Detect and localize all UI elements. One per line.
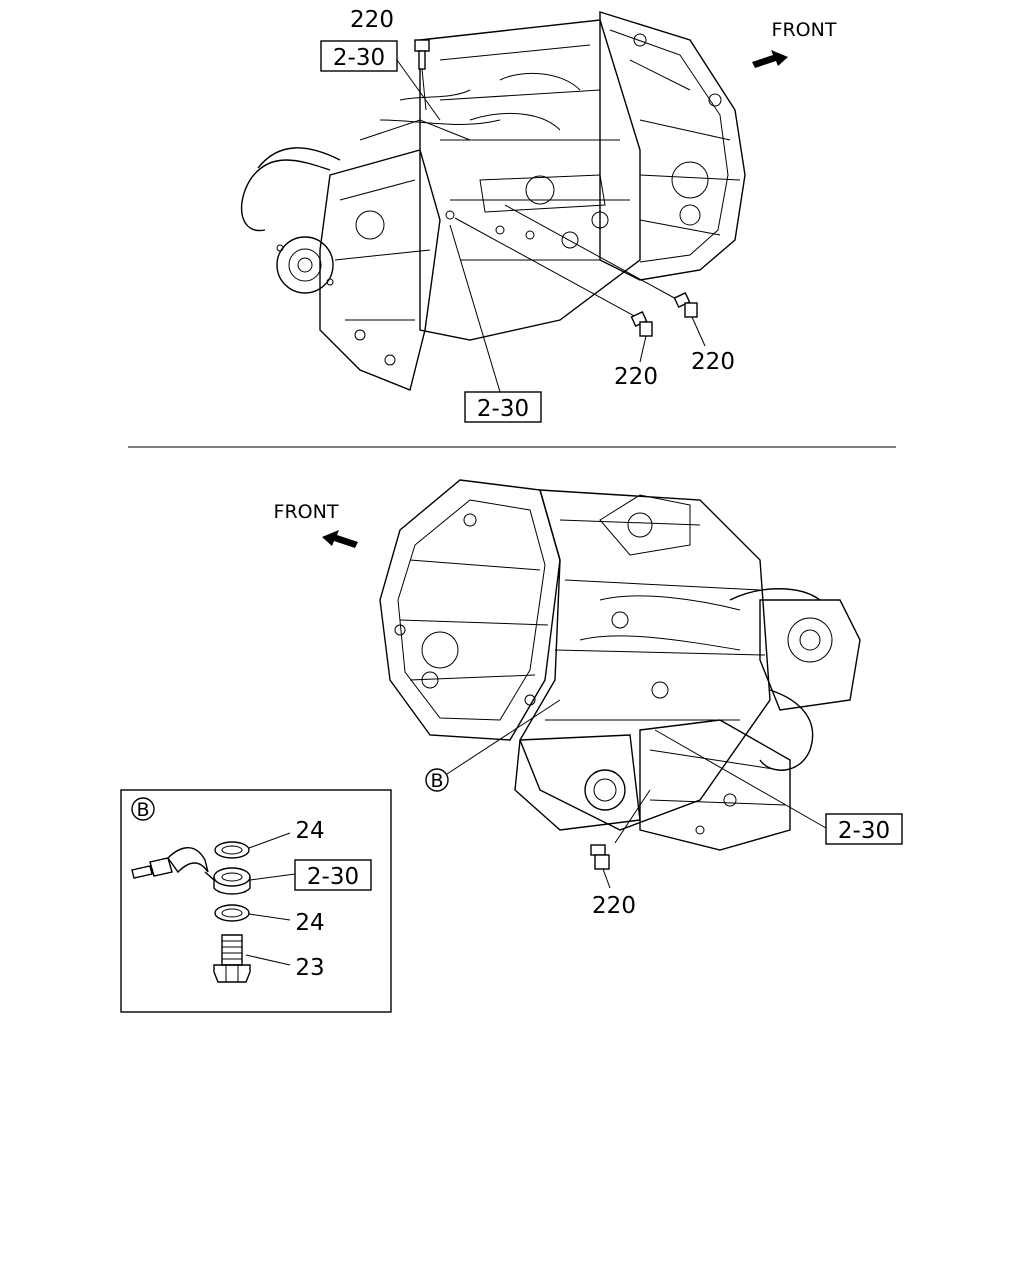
svg-text:220: 220 — [614, 364, 658, 390]
bolt-220-top-icon — [414, 39, 430, 70]
bottom-transmission-illustration — [379, 479, 861, 851]
callout-bolt-top: 220 — [350, 7, 430, 111]
front-arrow-bottom-icon — [322, 530, 358, 548]
callout-detail-marker: B — [425, 699, 561, 792]
front-indicator-top: FRONT — [752, 19, 837, 68]
callout-ref-right: 2-30 — [654, 729, 903, 845]
front-indicator-bottom: FRONT — [274, 501, 358, 548]
bolt-220-mid-right-icon — [673, 292, 698, 318]
svg-text:FRONT: FRONT — [772, 19, 837, 41]
bolt-220-bottom-icon — [590, 844, 610, 870]
svg-text:220: 220 — [691, 349, 735, 375]
callout-bolt-mid-right: 220 — [504, 204, 735, 375]
detail-b-inset: B 24 2-30 24 — [120, 789, 392, 1013]
banjo-eye-icon — [204, 867, 251, 895]
svg-text:2-30: 2-30 — [333, 45, 385, 71]
front-arrow-top-icon — [752, 50, 788, 68]
svg-text:220: 220 — [592, 893, 636, 919]
svg-text:24: 24 — [295, 910, 324, 936]
svg-text:2-30: 2-30 — [838, 818, 890, 844]
svg-text:B: B — [430, 770, 443, 792]
washer-lower-icon — [214, 904, 250, 922]
svg-text:220: 220 — [350, 7, 394, 33]
callout-ref-bottom: 2-30 — [449, 224, 542, 423]
callout-ref-top: 2-30 — [320, 40, 441, 121]
svg-text:2-30: 2-30 — [477, 396, 529, 422]
bolt-220-mid-left-icon — [630, 311, 653, 337]
svg-text:2-30: 2-30 — [307, 864, 359, 890]
pipe-fitting-icon — [131, 847, 209, 879]
svg-text:B: B — [136, 799, 149, 821]
top-transmission-illustration — [240, 11, 746, 391]
svg-text:23: 23 — [295, 955, 324, 981]
bolt-23-icon — [213, 934, 251, 983]
callout-bolt-mid-left: 220 — [454, 217, 658, 390]
svg-text:24: 24 — [295, 818, 324, 844]
svg-text:FRONT: FRONT — [274, 501, 339, 523]
callout-bolt-bottom: 220 — [590, 789, 651, 919]
washer-upper-icon — [214, 841, 250, 859]
